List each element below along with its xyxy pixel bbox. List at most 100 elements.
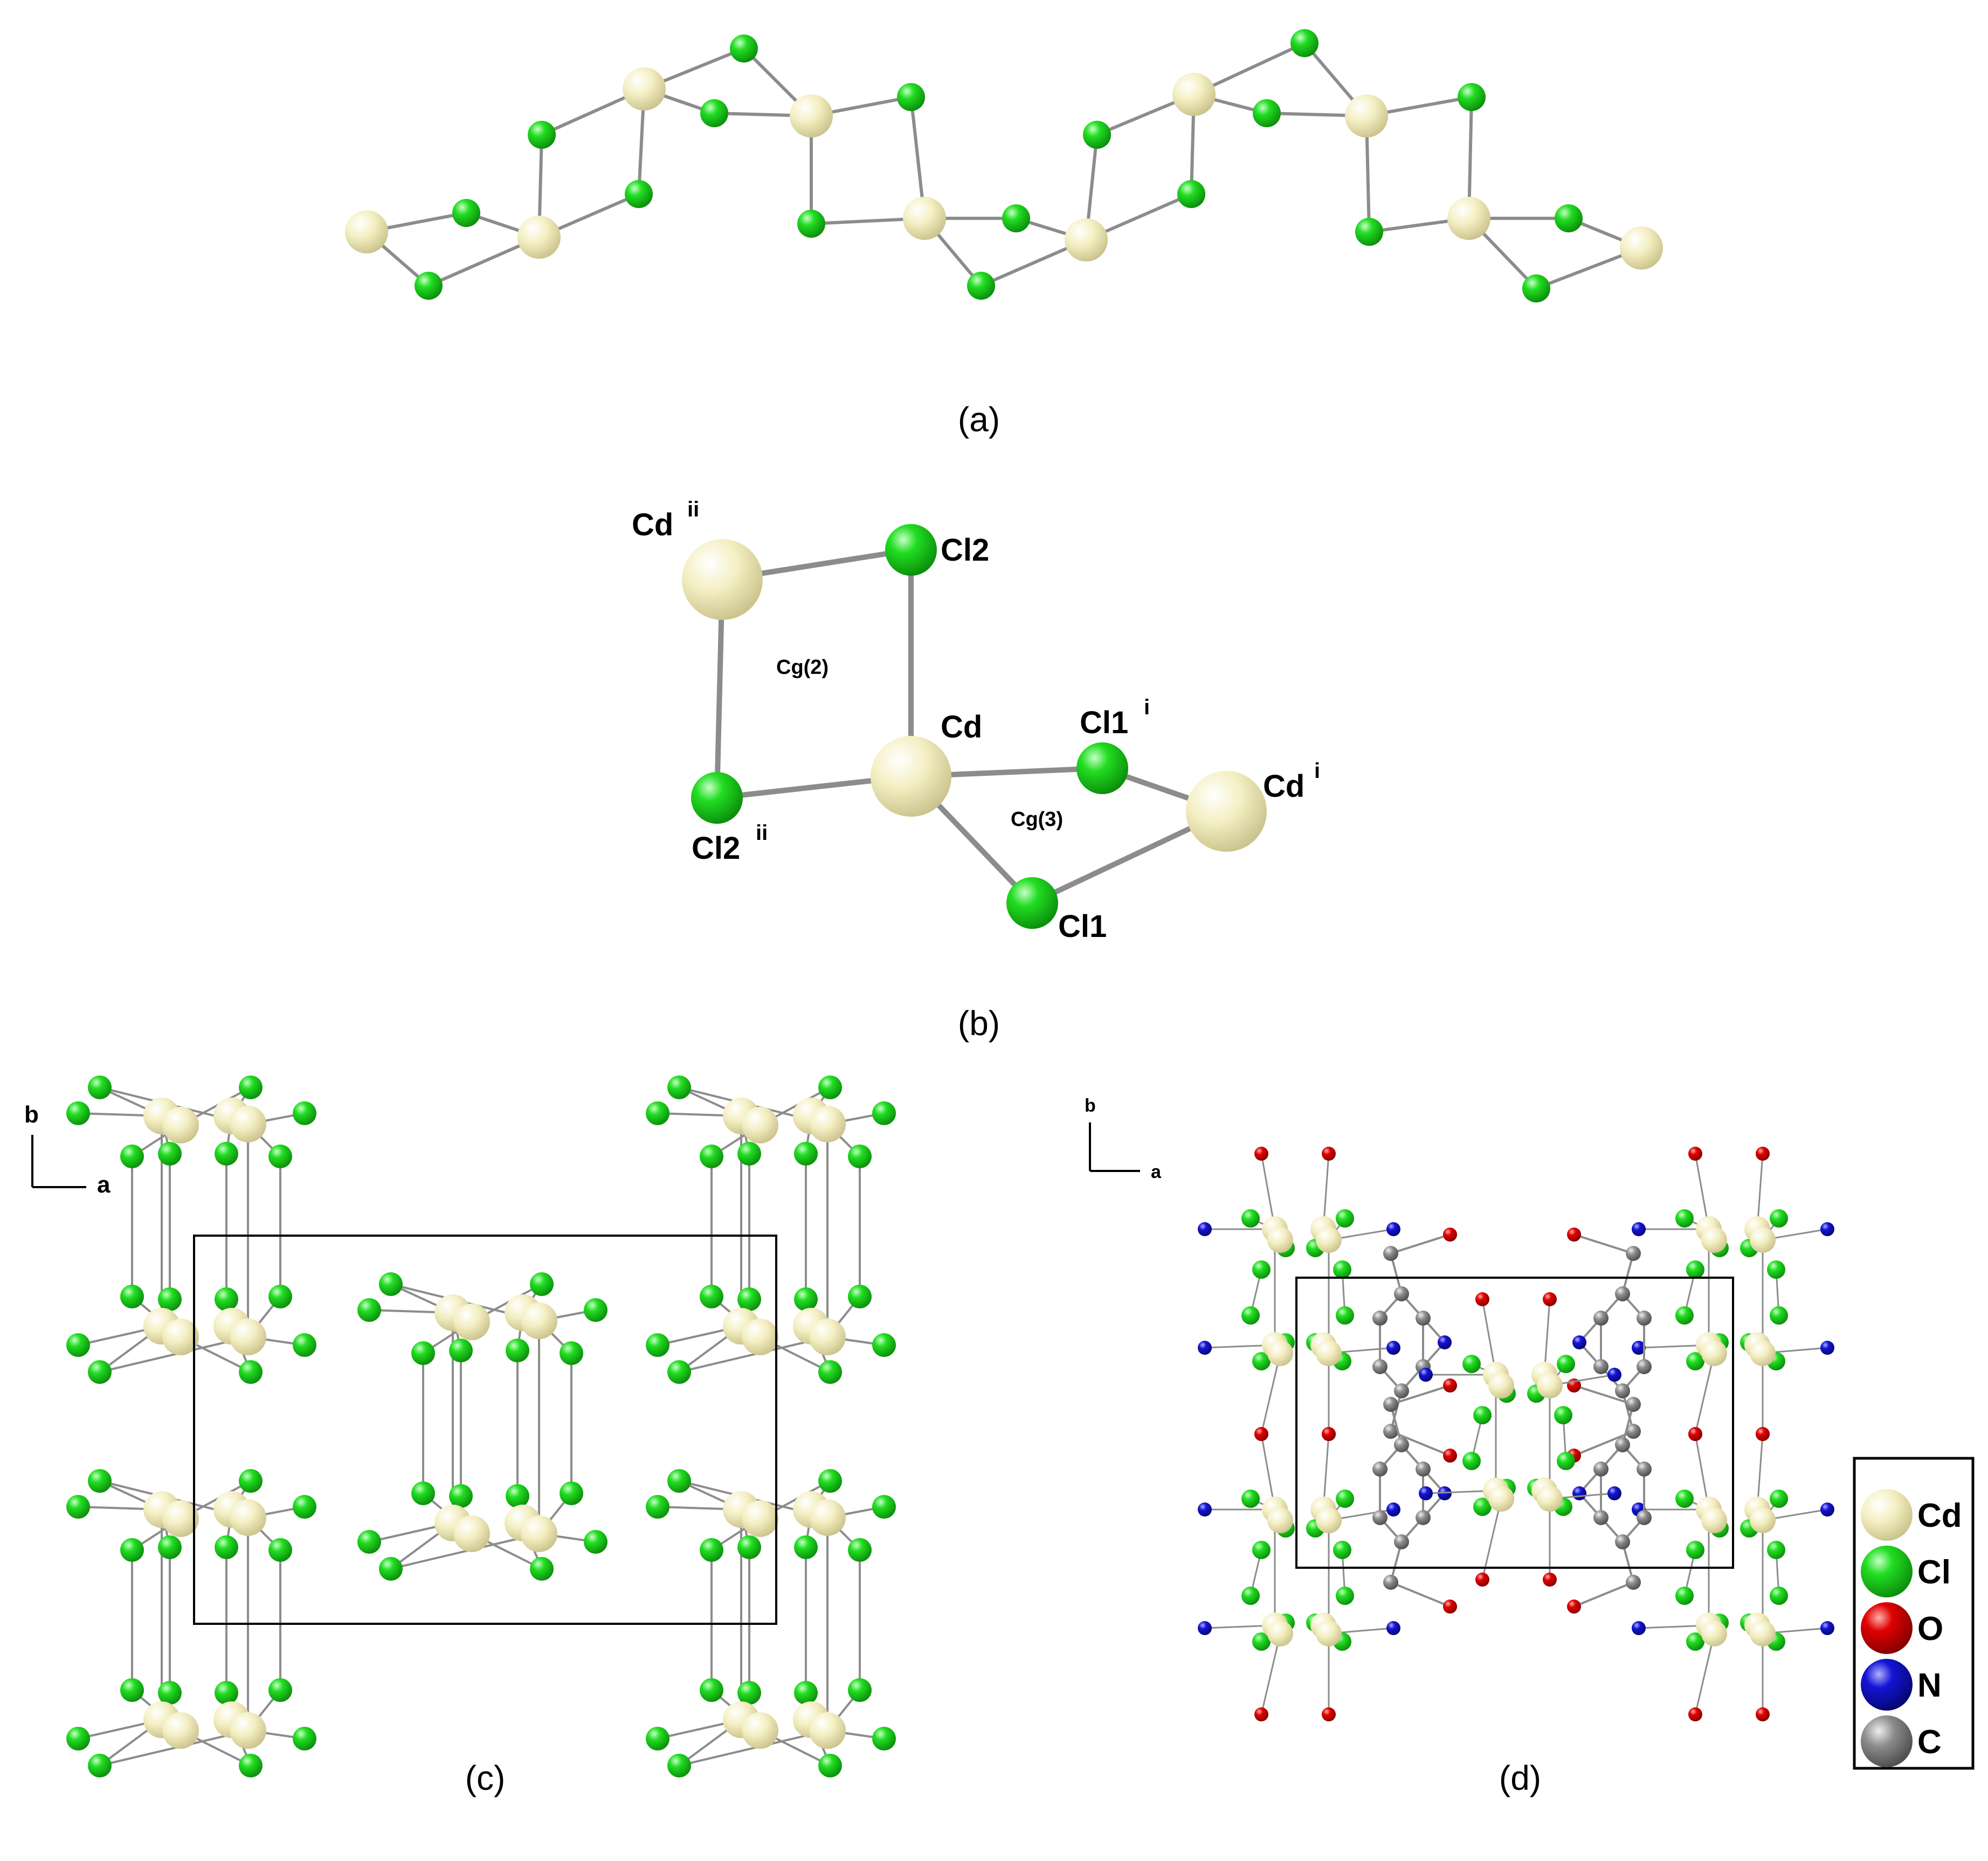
cl-atom (1555, 204, 1583, 232)
cl-atom (794, 1535, 818, 1559)
cl-atom (1002, 204, 1030, 232)
cd-atom (809, 1499, 846, 1536)
label-cg2: Cg(2) (776, 656, 829, 679)
bond (1390, 1233, 1451, 1255)
cl-atom (872, 1333, 896, 1357)
cl-atom (1252, 1541, 1271, 1559)
n-atom (1386, 1621, 1400, 1635)
o-atom (1475, 1573, 1489, 1587)
bond (1390, 1384, 1451, 1405)
c-atom (1637, 1359, 1652, 1374)
cl-atom (268, 1145, 292, 1168)
n-atom (1607, 1486, 1621, 1500)
cd-atom (1701, 1227, 1727, 1253)
label-cl1-i-sup: i (1144, 695, 1150, 719)
cl-atom (1241, 1587, 1260, 1605)
cl-atom (506, 1484, 529, 1508)
n-atom (1820, 1502, 1834, 1517)
label-cl2-ii: Cl2 (692, 831, 740, 866)
cl-atom (1083, 121, 1111, 149)
cl-atom (120, 1145, 144, 1168)
o-atom (1254, 1427, 1268, 1441)
cl-atom (1675, 1587, 1694, 1605)
legend-swatch-cl (1861, 1546, 1913, 1597)
legend-label-o: O (1917, 1610, 1943, 1648)
cl-atom (239, 1076, 263, 1099)
c-atom (1637, 1462, 1652, 1477)
cd-atom (809, 1712, 846, 1749)
o-atom (1756, 1427, 1770, 1441)
bond (1573, 1384, 1634, 1405)
cl-atom (66, 1727, 90, 1750)
caption-b: (b) (958, 1004, 1000, 1043)
cl-atom (794, 1142, 818, 1166)
cl-atom (215, 1535, 238, 1559)
legend-label-n: N (1917, 1667, 1942, 1704)
c-atom (1372, 1462, 1388, 1477)
cl-atom (872, 1101, 896, 1125)
n-atom (1198, 1621, 1212, 1635)
cd-atom (1447, 197, 1490, 240)
c-atom (1593, 1311, 1609, 1326)
cl-atom (646, 1727, 669, 1750)
cl-atom (1675, 1306, 1694, 1325)
cd-atom (1488, 1486, 1514, 1512)
cl-atom (293, 1495, 316, 1519)
cd-atom (682, 539, 763, 620)
cd-atom (1701, 1621, 1727, 1646)
cl-atom (1336, 1587, 1354, 1605)
o-atom (1543, 1573, 1557, 1587)
cl-atom (293, 1101, 316, 1125)
cl-atom (239, 1754, 263, 1777)
cl-atom (667, 1076, 691, 1099)
panel-c-packing (66, 1076, 896, 1777)
cl-atom (1462, 1452, 1481, 1470)
cl-atom (239, 1469, 263, 1493)
bond (1481, 1498, 1502, 1581)
panel-d-packing (1198, 1147, 1834, 1721)
cl-atom (1767, 1260, 1785, 1279)
cl-atom (885, 524, 937, 576)
cd-atom (1065, 218, 1108, 261)
cl-atom (1686, 1541, 1704, 1559)
bond (1573, 1233, 1634, 1255)
cl-atom (584, 1530, 608, 1554)
cl-atom (268, 1678, 292, 1702)
cd-atom (1186, 771, 1267, 852)
cl-atom (411, 1341, 435, 1365)
cl-atom (293, 1333, 316, 1357)
label-cd-i: Cd (1263, 769, 1304, 804)
cl-atom (737, 1535, 761, 1559)
c-atom (1615, 1383, 1630, 1398)
o-atom (1254, 1147, 1268, 1161)
label-cd-ii-sup: ii (687, 498, 699, 521)
caption-d: (d) (1499, 1759, 1541, 1797)
cl-atom (215, 1287, 238, 1311)
cl-atom (737, 1142, 761, 1166)
cl-atom (818, 1360, 842, 1384)
cl-atom (88, 1469, 112, 1493)
legend-swatch-cd (1861, 1489, 1913, 1541)
cd-atom (742, 1107, 778, 1143)
o-atom (1567, 1600, 1581, 1614)
bond (1260, 1632, 1281, 1715)
cl-atom (848, 1145, 872, 1168)
cl-atom (1522, 274, 1550, 302)
n-atom (1820, 1621, 1834, 1635)
cl-atom (794, 1287, 818, 1311)
o-atom (1443, 1600, 1457, 1614)
cd-atom (453, 1515, 490, 1552)
label-cd: Cd (941, 709, 982, 745)
label-cd-ii: Cd (632, 507, 673, 542)
cd-atom (790, 94, 833, 137)
o-atom (1443, 1378, 1457, 1393)
c-atom (1626, 1246, 1641, 1261)
cl-atom (293, 1727, 316, 1750)
cd-atom (162, 1500, 199, 1537)
cl-atom (1686, 1632, 1704, 1651)
cl-atom (1336, 1490, 1354, 1508)
cl-atom (737, 1287, 761, 1311)
c-atom (1626, 1575, 1641, 1590)
